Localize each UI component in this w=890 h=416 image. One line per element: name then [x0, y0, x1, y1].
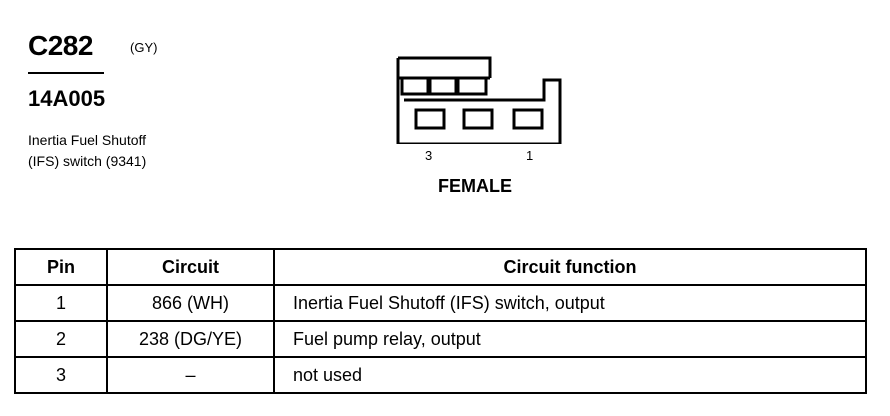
pin-cavity-1 [512, 108, 544, 130]
cell-function: Inertia Fuel Shutoff (IFS) switch, outpu… [273, 284, 867, 322]
part-number: 14A005 [28, 86, 106, 111]
cell-pin: 2 [14, 320, 108, 358]
cell-circuit: – [106, 356, 275, 394]
connector-latch [398, 56, 492, 78]
header-pin: Pin [14, 248, 108, 286]
latch-cell-3 [456, 76, 488, 96]
table-row: 3 – not used [14, 356, 867, 394]
pin-label-3: 3 [425, 148, 433, 163]
connector-gender: FEMALE [438, 176, 512, 196]
connector-face-diagram [396, 56, 562, 144]
connector-id-underline [28, 72, 104, 74]
table-row: 1 866 (WH) Inertia Fuel Shutoff (IFS) sw… [14, 284, 867, 322]
pinout-table: Pin Circuit Circuit function 1 866 (WH) … [14, 248, 867, 394]
latch-cell-1 [400, 76, 430, 96]
cell-pin: 3 [14, 356, 108, 394]
cell-circuit: 866 (WH) [106, 284, 275, 322]
header-circuit-function: Circuit function [273, 248, 867, 286]
cell-pin: 1 [14, 284, 108, 322]
connector-id: C282 [28, 30, 93, 61]
table-row: 2 238 (DG/YE) Fuel pump relay, output [14, 320, 867, 358]
pin-cavity-2 [462, 108, 494, 130]
cell-function: not used [273, 356, 867, 394]
pin-label-1: 1 [526, 148, 534, 163]
cell-function: Fuel pump relay, output [273, 320, 867, 358]
latch-cell-2 [428, 76, 458, 96]
connector-color: (GY) [130, 40, 158, 55]
cell-circuit: 238 (DG/YE) [106, 320, 275, 358]
connector-description: Inertia Fuel Shutoff (IFS) switch (9341) [28, 132, 147, 169]
header-circuit: Circuit [106, 248, 275, 286]
pin-cavity-3 [414, 108, 446, 130]
table-header-row: Pin Circuit Circuit function [14, 248, 867, 286]
